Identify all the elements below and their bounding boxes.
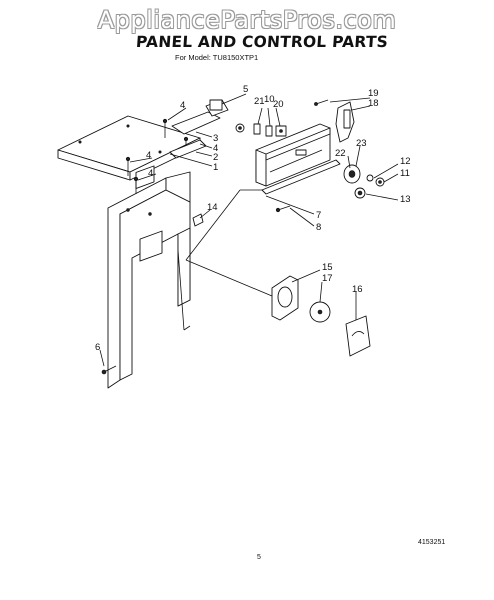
callout-18: 18 [368, 98, 379, 109]
callout-4: 4 [213, 143, 218, 154]
callout-16: 16 [352, 284, 363, 295]
callout-6: 6 [95, 342, 100, 353]
callout-12: 12 [400, 156, 411, 167]
callout-10: 10 [264, 94, 275, 105]
page-number: 5 [257, 554, 261, 561]
latch-handle [314, 99, 355, 143]
callout-11: 11 [400, 168, 410, 179]
callout-7: 7 [316, 210, 321, 221]
control-knob-parts [343, 164, 385, 199]
callout-8: 8 [316, 222, 321, 233]
screws-top [125, 118, 189, 194]
callout-2: 2 [213, 152, 218, 163]
callout-23: 23 [356, 138, 367, 149]
callout-4: 4 [148, 168, 153, 179]
control-console [255, 123, 341, 213]
screw-14 [192, 213, 204, 227]
model-subtitle: For Model: TU8150XTP1 [175, 53, 259, 62]
callout-leader-lines [99, 93, 399, 367]
assembly-connection-lines [185, 189, 273, 297]
callout-3: 3 [213, 133, 218, 144]
timer-assembly [271, 275, 371, 357]
callout-15: 15 [322, 262, 333, 273]
callout-4: 4 [180, 100, 185, 111]
callout-19: 19 [368, 88, 379, 99]
callout-numbers: 5 4 3 4 2 1 4 4 14 6 7 8 21 10 20 19 18 … [95, 84, 411, 353]
screw-6 [101, 365, 117, 375]
callout-4: 4 [146, 150, 151, 161]
callout-13: 13 [400, 194, 411, 205]
callout-1: 1 [213, 162, 218, 173]
clips-top-console [253, 123, 287, 137]
callout-14: 14 [207, 202, 218, 213]
side-frame-panel [107, 165, 191, 389]
document-code: 4153251 [418, 539, 446, 546]
callout-5: 5 [243, 84, 248, 95]
callout-22: 22 [335, 148, 346, 159]
callout-17: 17 [322, 273, 333, 284]
callout-21: 21 [254, 96, 265, 107]
watermark: AppliancePartsPros.com [97, 6, 397, 34]
callout-20: 20 [273, 99, 284, 110]
